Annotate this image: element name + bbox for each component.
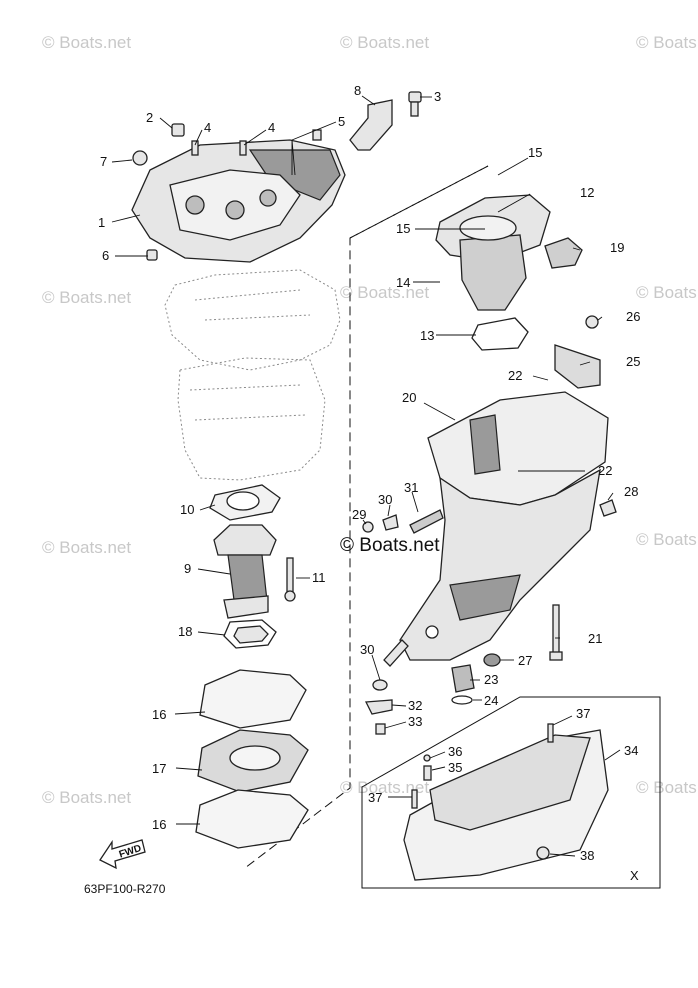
- hose-fittings: [362, 499, 617, 691]
- callout-32: 32: [408, 698, 422, 713]
- callout-25: 25: [626, 354, 640, 369]
- drawing-code: 63PF100-R270: [84, 882, 166, 896]
- callout-12: 12: [580, 185, 594, 200]
- leader-lines: [111, 95, 621, 857]
- watermarks: © Boats.net © Boats.net © Boats.net © Bo…: [42, 33, 698, 807]
- callout-13: 13: [420, 328, 434, 343]
- callout-35: 35: [448, 760, 462, 775]
- callout-28: 28: [624, 484, 638, 499]
- callout-1: 1: [98, 215, 105, 230]
- watermark: © Boats.net: [42, 788, 131, 807]
- ghost-housing-outline: [164, 269, 341, 481]
- callout-36: 36: [448, 744, 462, 759]
- watermark: © Boats.net: [636, 283, 698, 302]
- part-20-upper-casing: [399, 391, 609, 661]
- callout-30: 30: [378, 492, 392, 507]
- part-16-gasket-lower: [195, 789, 309, 849]
- watermark: © Boats.net: [636, 530, 698, 549]
- callout-14: 14: [396, 275, 410, 290]
- part-13-seal: [471, 317, 529, 351]
- callout-22b: 22: [598, 463, 612, 478]
- watermark: © Boats.net: [636, 33, 698, 52]
- lower-small-parts: [451, 653, 501, 705]
- callout-4b: 4: [268, 120, 275, 135]
- small-fasteners-top: [132, 91, 422, 261]
- callout-17: 17: [152, 761, 166, 776]
- inset-detail-x: X: [361, 696, 661, 889]
- callout-30b: 30: [360, 642, 374, 657]
- callout-19: 19: [610, 240, 624, 255]
- callout-29: 29: [352, 507, 366, 522]
- part-1-exhaust-guide: [131, 139, 346, 263]
- callout-5: 5: [338, 114, 345, 129]
- watermark: © Boats.net: [42, 538, 131, 557]
- callout-7: 7: [100, 154, 107, 169]
- callout-9: 9: [184, 561, 191, 576]
- callout-6: 6: [102, 248, 109, 263]
- callout-15b: 15: [396, 221, 410, 236]
- callout-2: 2: [146, 110, 153, 125]
- part-21-bolt: [549, 604, 563, 661]
- callout-34: 34: [624, 743, 638, 758]
- callout-22: 22: [508, 368, 522, 383]
- callout-16b: 16: [152, 817, 166, 832]
- part-18-seal: [223, 619, 277, 649]
- part-25-bracket: [554, 315, 601, 389]
- callout-23: 23: [484, 672, 498, 687]
- callout-10: 10: [180, 502, 194, 517]
- callout-8: 8: [354, 83, 361, 98]
- part-19-grommet: [544, 237, 583, 269]
- callout-15: 15: [528, 145, 542, 160]
- inset-label: X: [630, 868, 639, 883]
- watermark: © Boats.net: [42, 33, 131, 52]
- callout-4: 4: [204, 120, 211, 135]
- watermark: © Boats.net: [340, 283, 429, 302]
- reference-line-right: [349, 165, 489, 239]
- watermark: © Boats.net: [340, 33, 429, 52]
- watermark: © Boats.net: [42, 288, 131, 307]
- callout-3: 3: [434, 89, 441, 104]
- callout-21: 21: [588, 631, 602, 646]
- clip-and-screw: [364, 699, 393, 735]
- part-10-gasket: [209, 484, 281, 521]
- callout-24: 24: [484, 693, 498, 708]
- part-8-connector: [349, 99, 393, 151]
- watermark-center: © Boats.net: [340, 535, 440, 556]
- callout-26: 26: [626, 309, 640, 324]
- fwd-arrow: FWD: [99, 839, 146, 870]
- part-12-upper-case: [435, 194, 551, 311]
- watermark: © Boats.net: [636, 778, 698, 797]
- callout-38: 38: [580, 848, 594, 863]
- inset-frame: [361, 696, 661, 889]
- callout-11: 11: [312, 570, 326, 585]
- callout-20: 20: [402, 390, 416, 405]
- callout-27: 27: [518, 653, 532, 668]
- callout-33: 33: [408, 714, 422, 729]
- callout-37b: 37: [368, 790, 382, 805]
- callout-18: 18: [178, 624, 192, 639]
- callout-37: 37: [576, 706, 590, 721]
- part-9-exhaust-manifold: [213, 524, 296, 619]
- gasket-stack: [195, 669, 309, 849]
- callout-labels: 1 2 3 4 4 5 6 7 8 9 10 11 12 13 14 15 15…: [98, 83, 640, 863]
- part-16-gasket-upper: [199, 669, 307, 729]
- callout-31: 31: [404, 480, 418, 495]
- callout-16: 16: [152, 707, 166, 722]
